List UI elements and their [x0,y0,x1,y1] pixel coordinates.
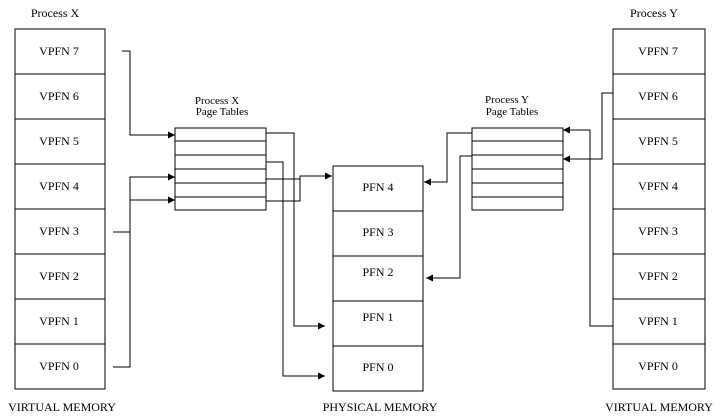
process-y-vpfn-0: VPFN 0 [638,359,678,373]
physical-memory: PFN 4 PFN 3 PFN 2 PFN 1 PFN 0 [332,165,424,392]
process-y-vpfn-3: VPFN 3 [638,224,678,238]
process-y-vpfn-4: VPFN 4 [638,179,678,193]
arrow-x-table-to-pfn1 [266,132,325,330]
process-x-vpfn-4: VPFN 4 [39,179,79,193]
pfn-3: PFN 3 [362,225,393,239]
pfn-0: PFN 0 [362,360,393,374]
process-x-virtual-memory-label: VIRTUAL MEMORY [8,400,116,414]
process-x-vpfn-2: VPFN 2 [39,269,79,283]
page-tables-x-title-line1: Process X [195,95,239,107]
process-y-title: Process Y [630,6,678,20]
process-y-vpfn-2: VPFN 2 [638,269,678,283]
process-y-vpfn-1: VPFN 1 [638,314,678,328]
arrow-x-vpfn3-to-table [113,173,175,233]
pfn-2: PFN 2 [362,265,393,279]
arrow-x-vpfn7-to-table [122,50,175,139]
process-x-vpfn-5: VPFN 5 [39,134,79,148]
process-x-title: Process X [31,6,80,20]
page-tables-y-title-line2: Page Tables [486,106,539,118]
arrow-y-vpfn1-to-table [563,126,613,327]
arrow-y-table-to-pfn4 [424,132,472,186]
process-x-vpfn-7: VPFN 7 [39,44,79,58]
process-x-page-table [174,127,267,211]
process-y-vpfn-6: VPFN 6 [638,89,678,103]
process-y-page-table [471,127,564,211]
process-x-vpfn-3: VPFN 3 [39,224,79,238]
arrow-y-table-to-pfn2 [426,155,472,282]
process-x-virtual-memory: VPFN 7 VPFN 6 VPFN 5 VPFN 4 VPFN 3 VPFN … [14,28,106,390]
process-y-vpfn-7: VPFN 7 [638,44,678,58]
physical-memory-label: PHYSICAL MEMORY [323,400,438,414]
process-x-vpfn-6: VPFN 6 [39,89,79,103]
pfn-4: PFN 4 [362,180,393,194]
process-x-vpfn-1: VPFN 1 [39,314,79,328]
arrow-x-table-to-pfn4 [266,172,332,202]
page-tables-x-title-line2: Page Tables [196,106,249,118]
arrow-y-vpfn6-to-table [563,92,613,163]
process-y-virtual-memory-label: VIRTUAL MEMORY [605,400,713,414]
process-y-virtual-memory: VPFN 7 VPFN 6 VPFN 5 VPFN 4 VPFN 3 VPFN … [612,28,706,390]
process-y-vpfn-5: VPFN 5 [638,134,678,148]
pfn-1: PFN 1 [362,310,393,324]
process-x-vpfn-0: VPFN 0 [39,359,79,373]
arrow-x-vpfn0-to-table [113,196,175,368]
arrow-x-table-to-pfn0 [266,161,325,380]
page-tables-y-title-line1: Process Y [485,94,529,106]
